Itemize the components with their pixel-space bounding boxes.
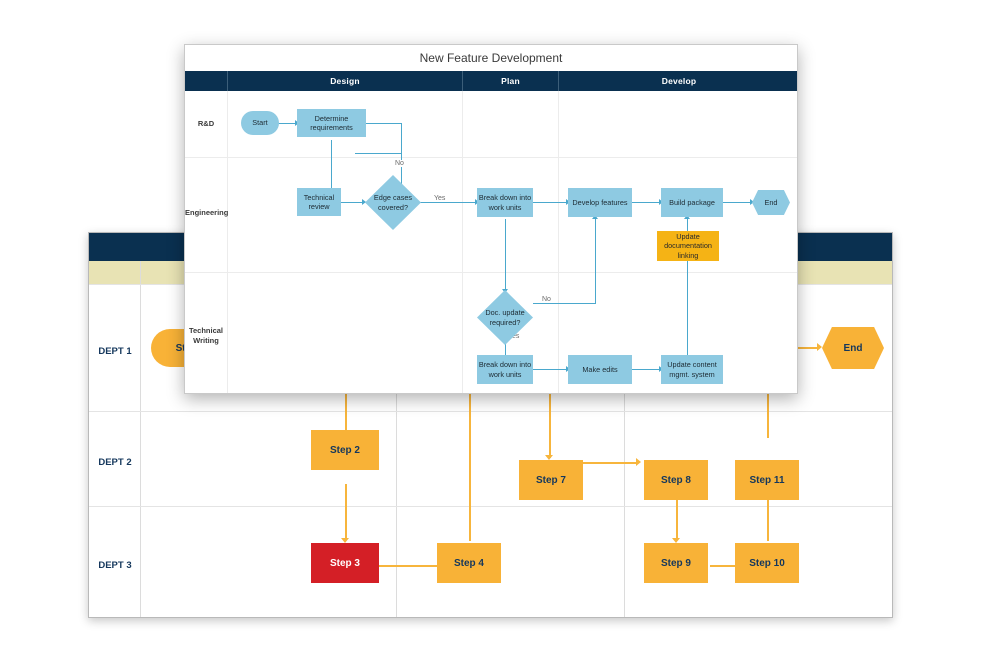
front-connector-edge-no-into-determine [366,123,402,125]
back-connector-step7-step8 [583,462,638,464]
front-connector-bdwu2-edits [532,369,568,371]
front-node-technical-review[interactable]: Technical review [297,188,341,216]
front-node-update-documentation-linking[interactable]: Update documentation linking [657,231,719,261]
front-connector-bdwu1-devfeat [532,202,568,204]
back-connector-top-step4 [469,353,471,541]
back-connector-step8-step9 [676,484,678,539]
back-column-divider-2 [396,261,397,617]
front-connector-techreview-edge [340,202,364,204]
front-column-header-develop: Develop [558,71,799,91]
back-connector-to-end [789,347,819,349]
front-swimlane-panel[interactable]: New Feature Development Design Plan Deve… [184,44,798,394]
back-node-end[interactable]: End [822,327,884,369]
back-connector-top-step7 [549,353,551,458]
back-arrowhead-step9 [672,538,680,543]
front-column-divider-3 [558,91,559,393]
back-node-step-9[interactable]: Step 9 [644,543,708,583]
front-lane-label-technical-writing: Technical Writing [188,326,224,346]
front-node-label-edge: Edge cases covered? [373,193,413,212]
front-column-header-plan: Plan [462,71,558,91]
front-connector-edits-cms [631,369,661,371]
front-node-build-package[interactable]: Build package [661,188,723,217]
front-edge-label-yes-doc: Yes [507,333,521,340]
back-lane-label-dept-3: DEPT 3 [98,560,132,571]
back-lane-label-dept-2: DEPT 2 [98,457,132,468]
front-connector-buildpkg-end [722,202,752,204]
back-connector-step10-step11 [767,485,769,541]
front-arrowhead-devfeat-from-doc [591,215,598,219]
front-connector-start-determine [278,123,297,125]
back-connector-step9-step10 [710,565,752,567]
front-connector-doc-yes [505,331,507,363]
back-node-step-2[interactable]: Step 2 [311,430,379,470]
front-node-develop-features[interactable]: Develop features [568,188,632,217]
back-row-divider-2 [89,506,892,507]
front-node-break-down-work-units-tw[interactable]: Break down into work units [477,355,533,384]
front-connector-edge-yes [420,202,478,204]
front-node-update-content-mgmt-system[interactable]: Update content mgmt. system [661,355,723,384]
front-node-doc-update-required[interactable]: Doc. update required? [477,290,533,345]
front-connector-doc-no-up [595,219,597,304]
front-edge-label-no-doc: No [541,296,552,303]
front-connector-determine-techreview [331,140,333,192]
back-arrowhead-step7 [545,455,553,460]
front-connector-doc-no-across [533,303,596,305]
front-column-header-blank [185,71,227,91]
front-connector-edge-no-up [401,153,403,185]
front-row-divider-1 [185,157,797,158]
front-column-header-design: Design [227,71,462,91]
front-arrowhead-end [750,198,754,205]
back-connector-start-step2 [345,378,347,456]
front-node-start[interactable]: Start [241,111,279,135]
front-node-end[interactable]: End [752,190,790,215]
back-node-step-10[interactable]: Step 10 [735,543,799,583]
back-node-step-8[interactable]: Step 8 [644,460,708,500]
front-arrowhead-edge [362,198,366,205]
back-column-divider-3 [624,261,625,617]
front-edge-label-no-edge: No [394,160,405,167]
front-column-divider-2 [462,91,463,393]
front-arrowhead-buildpkg-from-updoc [683,215,690,219]
back-node-step-3[interactable]: Step 3 [311,543,379,583]
front-column-divider-1 [227,91,228,393]
front-node-edge-cases-covered[interactable]: Edge cases covered? [365,175,421,230]
front-node-determine-requirements[interactable]: Determine requirements [297,109,366,137]
front-row-divider-2 [185,272,797,273]
front-connector-devfeat-buildpkg [631,202,661,204]
back-connector-step2-step3 [345,484,347,539]
front-connector-edge-no-riser [401,123,403,154]
back-node-step-7[interactable]: Step 7 [519,460,583,500]
front-connector-bdwu1-docreq [505,219,507,291]
back-node-step-11[interactable]: Step 11 [735,460,799,500]
back-connector-step3-step4 [379,565,439,567]
back-column-divider-1 [140,261,141,617]
front-node-label-doc: Doc. update required? [485,308,525,327]
front-edge-label-yes-edge: Yes [433,195,447,202]
front-diagram-title: New Feature Development [185,45,797,72]
back-row-divider-1 [89,411,892,412]
back-lane-label-dept-1: DEPT 1 [98,346,132,357]
front-node-break-down-work-units-eng[interactable]: Break down into work units [477,188,533,217]
back-node-step-4[interactable]: Step 4 [437,543,501,583]
back-arrowhead-step8 [636,458,641,466]
front-lane-label-engineering: Engineering [185,208,229,217]
front-node-make-edits[interactable]: Make edits [568,355,632,384]
back-connector-top-step11 [767,353,769,438]
front-lane-label-rnd: R&D [197,119,215,128]
back-arrowhead-end [817,343,822,351]
front-connector-edge-no-across [355,153,402,155]
front-connector-updoc-buildpkg [687,219,689,232]
front-header-band: Design Plan Develop [185,71,797,91]
back-arrowhead-step3 [341,538,349,543]
front-connector-cms-updoc [687,261,689,356]
